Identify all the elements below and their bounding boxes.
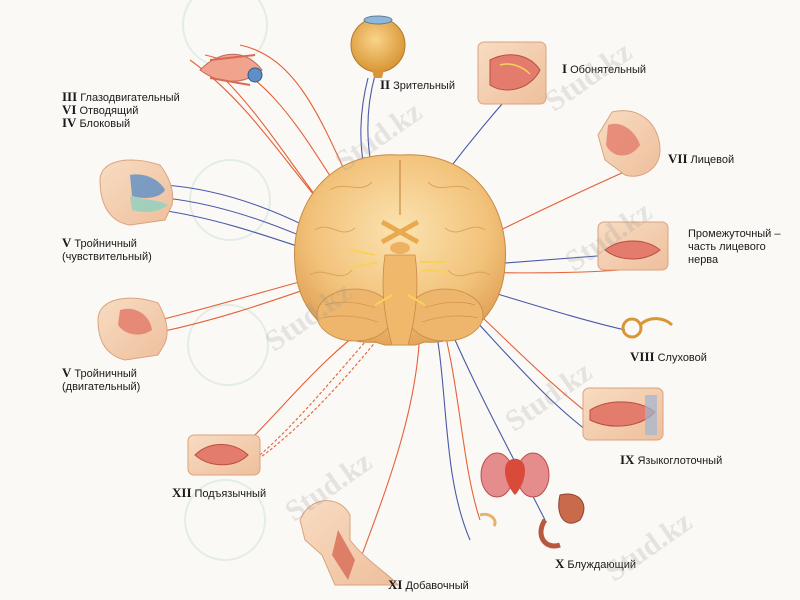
eye-muscles-illustration <box>199 53 263 86</box>
head-masticatory-muscles-illustration <box>97 297 168 361</box>
eyeball-illustration <box>350 15 406 78</box>
head-sensory-areas-illustration <box>99 159 174 226</box>
mouth-section-illustration <box>597 221 669 271</box>
background-logos <box>182 0 271 561</box>
tongue-illustration <box>187 434 261 476</box>
thoracic-abdominal-organs-illustration <box>479 452 585 549</box>
brain-illustration <box>293 154 507 346</box>
pharynx-illustration <box>582 387 664 441</box>
inner-ear-illustration <box>621 317 674 339</box>
neck-muscles-illustration <box>299 500 400 586</box>
nasal-cavity-illustration <box>477 41 547 105</box>
face-muscles-illustration <box>597 110 661 177</box>
